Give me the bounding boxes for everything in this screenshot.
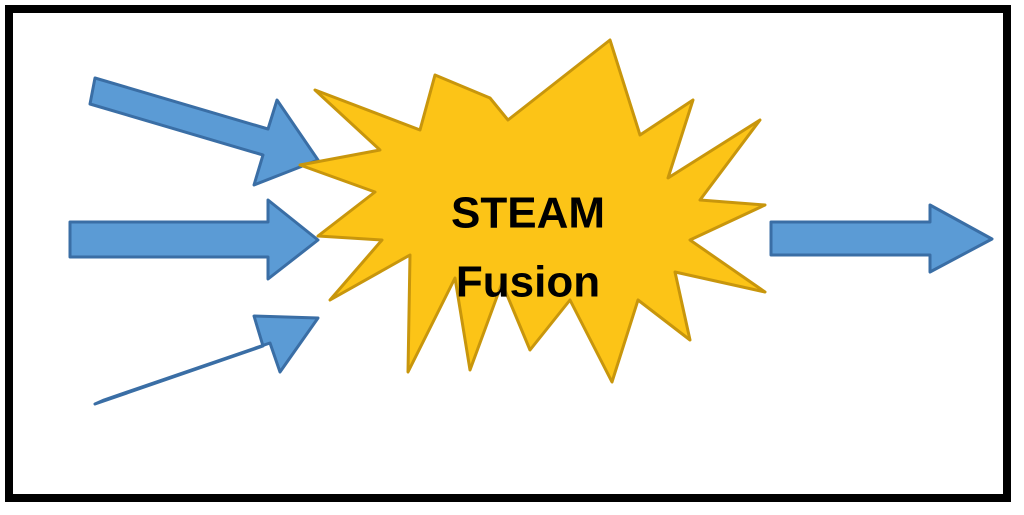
input-arrow-middle-shape [68,198,320,281]
input-arrow-bottom [93,314,320,406]
burst-star-shape [298,38,767,384]
input-arrow-top [88,76,320,187]
burst-label-line2: Fusion [456,258,600,307]
output-arrow [769,203,994,274]
steam-fusion-burst: STEAM Fusion [298,38,767,384]
output-arrow-shape [769,203,994,274]
input-arrow-top-shape [88,76,320,187]
input-arrow-middle [68,198,320,281]
input-arrow-bottom-shape [93,314,320,406]
burst-label-line1: STEAM [451,189,605,238]
